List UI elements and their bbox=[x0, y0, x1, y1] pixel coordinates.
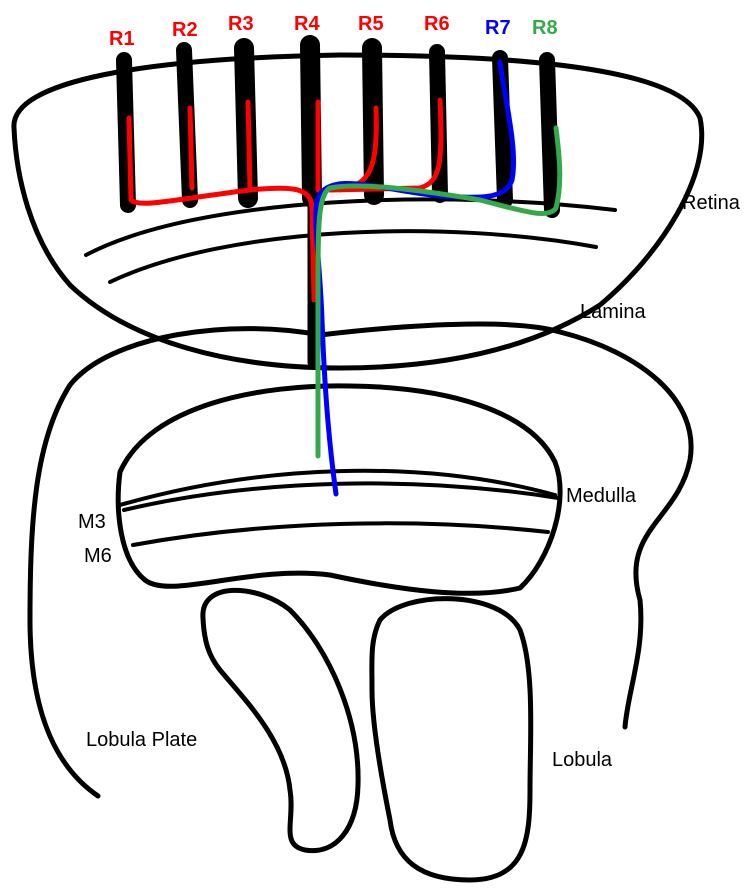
label-r1: R1 bbox=[109, 28, 135, 50]
label-r3: R3 bbox=[228, 13, 254, 35]
label-lobula-plate: Lobula Plate bbox=[86, 729, 197, 751]
label-r7: R7 bbox=[485, 17, 511, 39]
rhabdomere-r4 bbox=[310, 45, 312, 198]
rhabdomere-r5 bbox=[372, 48, 374, 195]
label-m6: M6 bbox=[84, 545, 112, 567]
label-r4: R4 bbox=[294, 13, 320, 35]
label-r2: R2 bbox=[172, 19, 198, 41]
label-r8: R8 bbox=[532, 17, 558, 39]
label-lobula: Lobula bbox=[552, 749, 613, 771]
lobula-outline bbox=[372, 599, 531, 880]
axon-r7 bbox=[316, 62, 514, 494]
label-lamina: Lamina bbox=[580, 301, 646, 323]
label-r5: R5 bbox=[358, 13, 384, 35]
medulla-m6-band bbox=[133, 523, 548, 545]
label-medulla: Medulla bbox=[566, 485, 637, 507]
lobula-plate-finger bbox=[203, 590, 358, 850]
rhabdomere-r8 bbox=[547, 60, 552, 210]
label-r6: R6 bbox=[424, 13, 450, 35]
lamina-lower-boundary bbox=[110, 231, 596, 282]
lamina-upper-boundary bbox=[86, 199, 615, 255]
label-retina: Retina bbox=[682, 192, 741, 214]
label-m3: M3 bbox=[78, 511, 106, 533]
